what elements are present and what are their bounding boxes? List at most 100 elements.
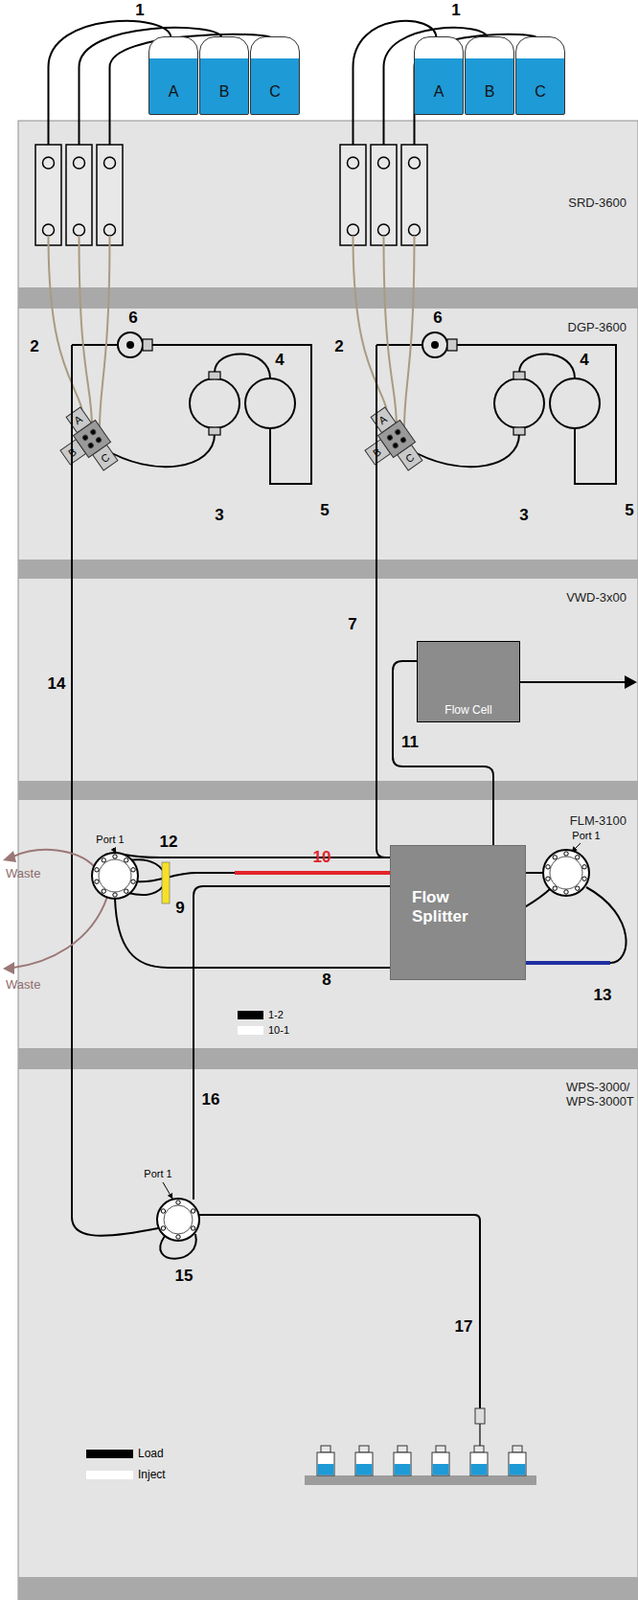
valve-rotor: [549, 856, 583, 889]
vial-cap: [320, 1445, 331, 1453]
callout-number: 1: [135, 0, 144, 21]
vial-cap: [397, 1445, 408, 1453]
waste-arrow: [13, 896, 108, 968]
tubing: [214, 353, 271, 379]
capillary: [71, 344, 627, 1409]
port-pointer: [113, 843, 581, 1199]
valve-port: [575, 855, 580, 860]
callout-number: 3: [214, 505, 224, 525]
proportioning-tube: [48, 235, 111, 428]
callout-number: 9: [175, 898, 184, 918]
bottle-label: B: [465, 83, 514, 101]
callout-number: 14: [47, 674, 67, 694]
waste-arrow-head: [2, 850, 17, 863]
legend-text: 10-1: [268, 1024, 290, 1037]
proportioning-valve: [46, 404, 122, 484]
vial-cap: [359, 1445, 369, 1453]
legend-swatch: [86, 1449, 134, 1459]
valve-port: [160, 1226, 165, 1231]
autosampler-needle: [478, 1423, 481, 1448]
module-name: SRD-3600: [568, 196, 627, 211]
bottle-label: B: [200, 83, 249, 101]
capillary: [199, 1214, 480, 1409]
valve-port: [113, 892, 117, 897]
valve-port: [190, 1208, 195, 1213]
valve-port: [582, 865, 587, 869]
proportioning-valve: [82, 433, 90, 441]
vial-liquid: [432, 1463, 450, 1476]
arrow-head: [624, 675, 638, 689]
valve-port: [113, 854, 117, 859]
degasser-channel: [96, 144, 123, 246]
valve-body: [543, 849, 590, 896]
separator-bar: [18, 1576, 638, 1600]
vial-cap: [512, 1445, 523, 1453]
module-panel: WPS-3000/ WPS-3000T: [18, 1069, 638, 1577]
bottle-label: C: [516, 83, 565, 101]
module-panel: VWD-3x00Flow Cell: [18, 578, 638, 781]
callout-number: 4: [579, 350, 589, 370]
separator-bar: [18, 1048, 638, 1070]
part-label: Port 1: [143, 1167, 172, 1181]
part-label: Waste: [5, 866, 41, 882]
proportioning-tube: [99, 235, 111, 428]
separator-bar: [18, 287, 638, 309]
pressure-sensor: [117, 332, 143, 358]
pressure-sensor: [117, 332, 153, 358]
legend-swatch: [237, 1010, 264, 1020]
valve-port: [552, 886, 557, 890]
vial-liquid: [471, 1463, 488, 1476]
callout-number: 4: [274, 350, 284, 370]
port-pointer: [162, 1182, 173, 1199]
legend-text: 1-2: [268, 1008, 284, 1022]
valve-port: [552, 855, 557, 860]
callout-number: 13: [593, 985, 613, 1005]
vial-body: [317, 1452, 335, 1476]
valve-port: [160, 1208, 165, 1213]
waste-arrow: [13, 849, 95, 867]
degasser-pump-module: [35, 144, 312, 484]
legend-text: Inject: [137, 1468, 166, 1482]
valve-port: [94, 879, 99, 884]
capillary: [376, 344, 395, 858]
separator-bar: [18, 287, 638, 1600]
callout-number: 11: [401, 732, 419, 752]
pump-head: [208, 427, 221, 435]
valve-port: [176, 1234, 181, 1239]
waste-arrow-head: [2, 961, 15, 975]
vial-body: [393, 1452, 411, 1476]
capillary: [193, 886, 395, 1200]
part-label: B: [66, 445, 79, 460]
capillary: [525, 871, 544, 874]
module-name: FLM-3100: [569, 814, 627, 829]
valve-rotor: [98, 859, 132, 892]
solvent-bottle: C: [250, 36, 300, 115]
degasser-channel: [73, 224, 86, 236]
part-label: Waste: [5, 978, 41, 993]
valve-port: [101, 858, 106, 863]
valve-port: [131, 867, 136, 872]
callout-number: 5: [624, 501, 634, 521]
valve-port: [564, 889, 569, 894]
degasser-channel: [35, 144, 123, 246]
solvent-bottle: B: [464, 36, 515, 115]
valve-body: [157, 1198, 200, 1241]
capillary: [124, 854, 395, 858]
legend-swatch: [237, 1025, 264, 1035]
valve-port: [575, 886, 580, 890]
proportioning-valve: [94, 436, 102, 444]
pump-head: [189, 378, 240, 429]
callout-number: 12: [159, 832, 179, 852]
valve-port: [582, 876, 587, 881]
callout-number: 2: [334, 337, 343, 357]
callout-number: 16: [202, 1090, 221, 1110]
valve-port: [176, 1200, 181, 1205]
degasser-channel: [104, 224, 116, 236]
vial-liquid: [509, 1463, 526, 1476]
pressure-sensor: [127, 341, 134, 348]
module-name: DGP-3600: [568, 320, 627, 336]
autosampler-needle: [475, 1408, 485, 1448]
callout-number: 3: [519, 505, 528, 525]
bottle-label: C: [250, 83, 299, 101]
